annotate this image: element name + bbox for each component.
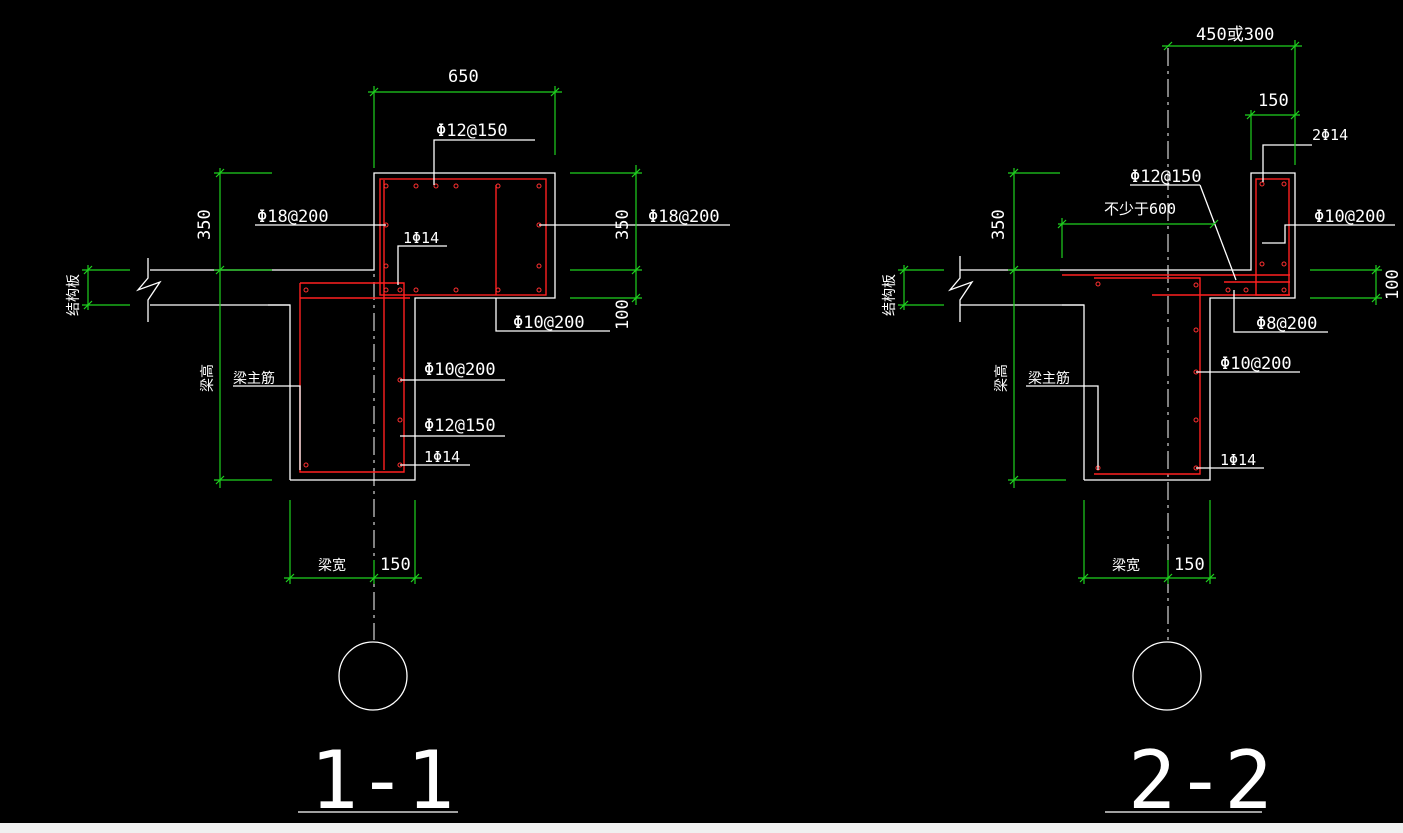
label-top-rebar: Φ12@150 <box>436 121 508 141</box>
label-beam-height: 梁高 <box>993 364 1010 392</box>
section-1-1: 650 Φ12@150 Φ18@200 Φ18@200 1Φ14 Φ10@200… <box>66 67 730 827</box>
label-main-bar: 梁主筋 <box>233 370 275 387</box>
label-stirrup: Φ10@200 <box>1220 354 1292 374</box>
label-mid-rebar: Φ8@200 <box>1256 314 1317 334</box>
label-bottom-rebar: 1Φ14 <box>424 448 460 466</box>
leader-corner <box>397 245 447 285</box>
label-min-length: 不少于600 <box>1104 200 1176 218</box>
beam-stirrup <box>299 282 405 473</box>
status-bar <box>0 823 1403 833</box>
leader-main-bar <box>1026 385 1099 470</box>
label-beam-height: 梁高 <box>199 364 216 392</box>
label-lower-rebar: Φ10@200 <box>513 313 585 333</box>
top-rebar-cage <box>379 178 547 296</box>
leader-lower <box>495 298 610 332</box>
leader-top-diagonal <box>1199 184 1237 281</box>
dim-350-left: 350 <box>989 209 1009 240</box>
leader-mid <box>1233 290 1328 333</box>
label-beam-width: 梁宽 <box>1112 557 1140 574</box>
beam-stirrup <box>1094 277 1201 475</box>
dim-150: 150 <box>380 555 411 575</box>
dim-150-top: 150 <box>1258 91 1289 111</box>
label-right-rebar: Φ10@200 <box>1314 207 1386 227</box>
dim-350-right: 350 <box>613 209 633 240</box>
label-stirrup: Φ10@200 <box>424 360 496 380</box>
leader-top-bars <box>1262 144 1312 182</box>
dim-100-right: 100 <box>1383 269 1403 300</box>
label-beam-width: 梁宽 <box>318 557 346 574</box>
break-symbol <box>135 258 162 322</box>
label-top-bars: 2Φ14 <box>1312 126 1348 144</box>
label-main-bar: 梁主筋 <box>1028 370 1070 387</box>
dim-100-right: 100 <box>613 299 633 330</box>
section-title-1-1: 1-1 <box>310 734 455 827</box>
label-left-rebar: Φ18@200 <box>257 207 329 227</box>
upstand-rebar-cage <box>1255 178 1290 296</box>
outline-left <box>1062 304 1085 480</box>
label-slab: 结构板 <box>882 274 898 316</box>
label-bottom-rebar: 1Φ14 <box>1220 451 1256 469</box>
section-marker-circle <box>338 641 408 711</box>
leader-top <box>433 139 535 185</box>
section-marker-circle <box>1132 641 1202 711</box>
rebar-dots <box>303 183 542 468</box>
leader-right <box>1262 224 1395 244</box>
dim-450-300: 450或300 <box>1196 25 1274 45</box>
break-symbol <box>947 256 974 322</box>
label-right-rebar: Φ18@200 <box>648 207 720 227</box>
dimensions-1-1 <box>82 86 642 584</box>
section-1-1-outline <box>268 304 291 480</box>
label-top-rebar: Φ12@150 <box>1130 167 1202 187</box>
label-corner-rebar: 1Φ14 <box>403 229 439 247</box>
outline-right <box>960 172 1296 481</box>
label-slab: 结构板 <box>66 274 82 316</box>
section-title-2-2: 2-2 <box>1128 734 1273 827</box>
dim-350-left: 350 <box>195 209 215 240</box>
label-side-rebar: Φ12@150 <box>424 416 496 436</box>
leader-main-bar <box>233 385 301 470</box>
section-2-2: 450或300 150 2Φ14 Φ12@150 不少于600 Φ10@200 … <box>882 25 1403 827</box>
dim-650: 650 <box>448 67 479 87</box>
dim-150: 150 <box>1174 555 1205 575</box>
dimensions-2-2 <box>898 40 1382 584</box>
